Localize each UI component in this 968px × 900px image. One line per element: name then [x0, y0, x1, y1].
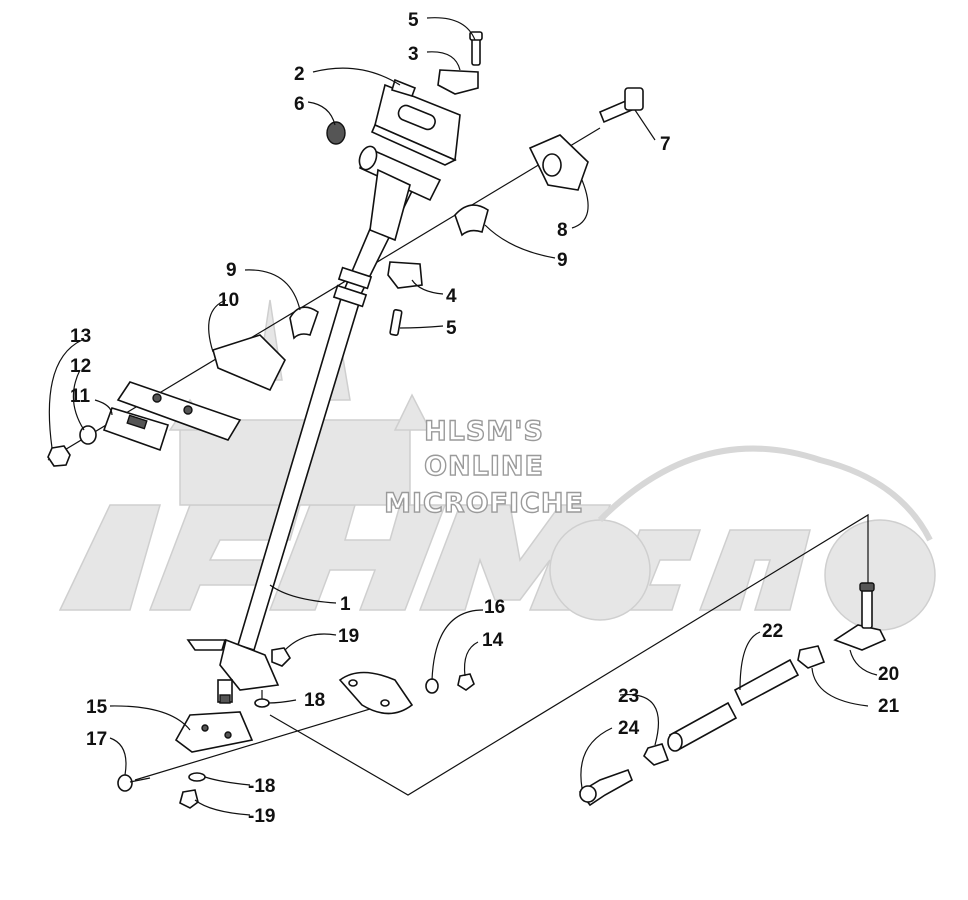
washer-18-upper — [254, 698, 270, 708]
watermark-line-2: ONLINE — [424, 451, 544, 482]
callout-21: 21 — [878, 696, 900, 717]
nut-14 — [457, 673, 475, 691]
jam-nut-21 — [797, 645, 826, 669]
washer-16 — [425, 678, 439, 694]
nut-19-lower — [179, 789, 199, 809]
callout-15: 15 — [86, 697, 108, 718]
bolt-17 — [117, 774, 151, 792]
leader-lines — [48, 17, 878, 816]
tie-rod-lower — [667, 701, 738, 752]
plate-assembly — [338, 671, 414, 715]
callout-5-top: 5 — [408, 10, 419, 31]
cross-bar — [116, 381, 242, 441]
callout-19-upper: 19 — [338, 626, 359, 647]
callout-9-right: 9 — [557, 250, 568, 271]
callout-11: 11 — [70, 386, 91, 407]
bushing-9-right — [454, 204, 489, 237]
washer-18-lower — [188, 772, 206, 782]
bushing-9-left — [289, 306, 319, 340]
tie-rod-22 — [733, 658, 800, 707]
callout-16: 16 — [484, 597, 505, 618]
bushing-6 — [326, 121, 346, 145]
nut-19-upper — [271, 647, 292, 667]
callout-8: 8 — [557, 220, 568, 241]
callout-17: 17 — [86, 729, 107, 750]
callout-7: 7 — [660, 134, 671, 155]
cap-8 — [528, 134, 589, 191]
callout-13: 13 — [70, 326, 91, 347]
callout-22: 22 — [762, 621, 783, 642]
bolt-5-bottom — [389, 309, 403, 336]
watermark-line-3: MICROFICHE — [384, 488, 584, 519]
steering-post — [186, 145, 442, 704]
callout-1: 1 — [340, 594, 351, 615]
jam-nut-23 — [643, 743, 670, 766]
center-lines — [47, 127, 869, 796]
callout-20: 20 — [878, 664, 899, 685]
nut-13 — [47, 445, 71, 467]
cap-4 — [387, 261, 423, 289]
callout-labels: 5 3 2 6 7 8 9 4 5 9 10 13 12 11 1 16 14 … — [70, 10, 900, 827]
callout-12: 12 — [70, 356, 91, 377]
watermark-text: HLSM'S ONLINE MICROFICHE — [383, 415, 584, 519]
callout-24: 24 — [618, 718, 640, 739]
callout-5-bottom: 5 — [446, 318, 457, 339]
plate-11 — [102, 407, 170, 452]
callout-18-upper: 18 — [304, 690, 325, 711]
callout-3: 3 — [408, 44, 419, 65]
callout-4: 4 — [446, 286, 457, 307]
cap-3 — [437, 69, 479, 95]
clamp-block — [370, 78, 461, 166]
watermark-line-1: HLSM'S — [424, 416, 544, 447]
callout-19-lower: -19 — [248, 806, 275, 827]
callout-2: 2 — [294, 64, 305, 85]
washer-12 — [79, 425, 97, 445]
bracket-15 — [174, 711, 254, 753]
bolt-7 — [598, 87, 644, 124]
bolt-5-top — [469, 31, 483, 66]
callout-18-lower: -18 — [248, 776, 275, 797]
callout-6: 6 — [294, 94, 305, 115]
callout-10: 10 — [218, 290, 239, 311]
callout-14: 14 — [482, 630, 504, 651]
tie-rod-end-24 — [578, 768, 634, 807]
callout-23: 23 — [618, 686, 639, 707]
callout-9-left: 9 — [226, 260, 237, 281]
tie-rod-end-20 — [833, 582, 887, 651]
cap-10 — [212, 334, 286, 392]
